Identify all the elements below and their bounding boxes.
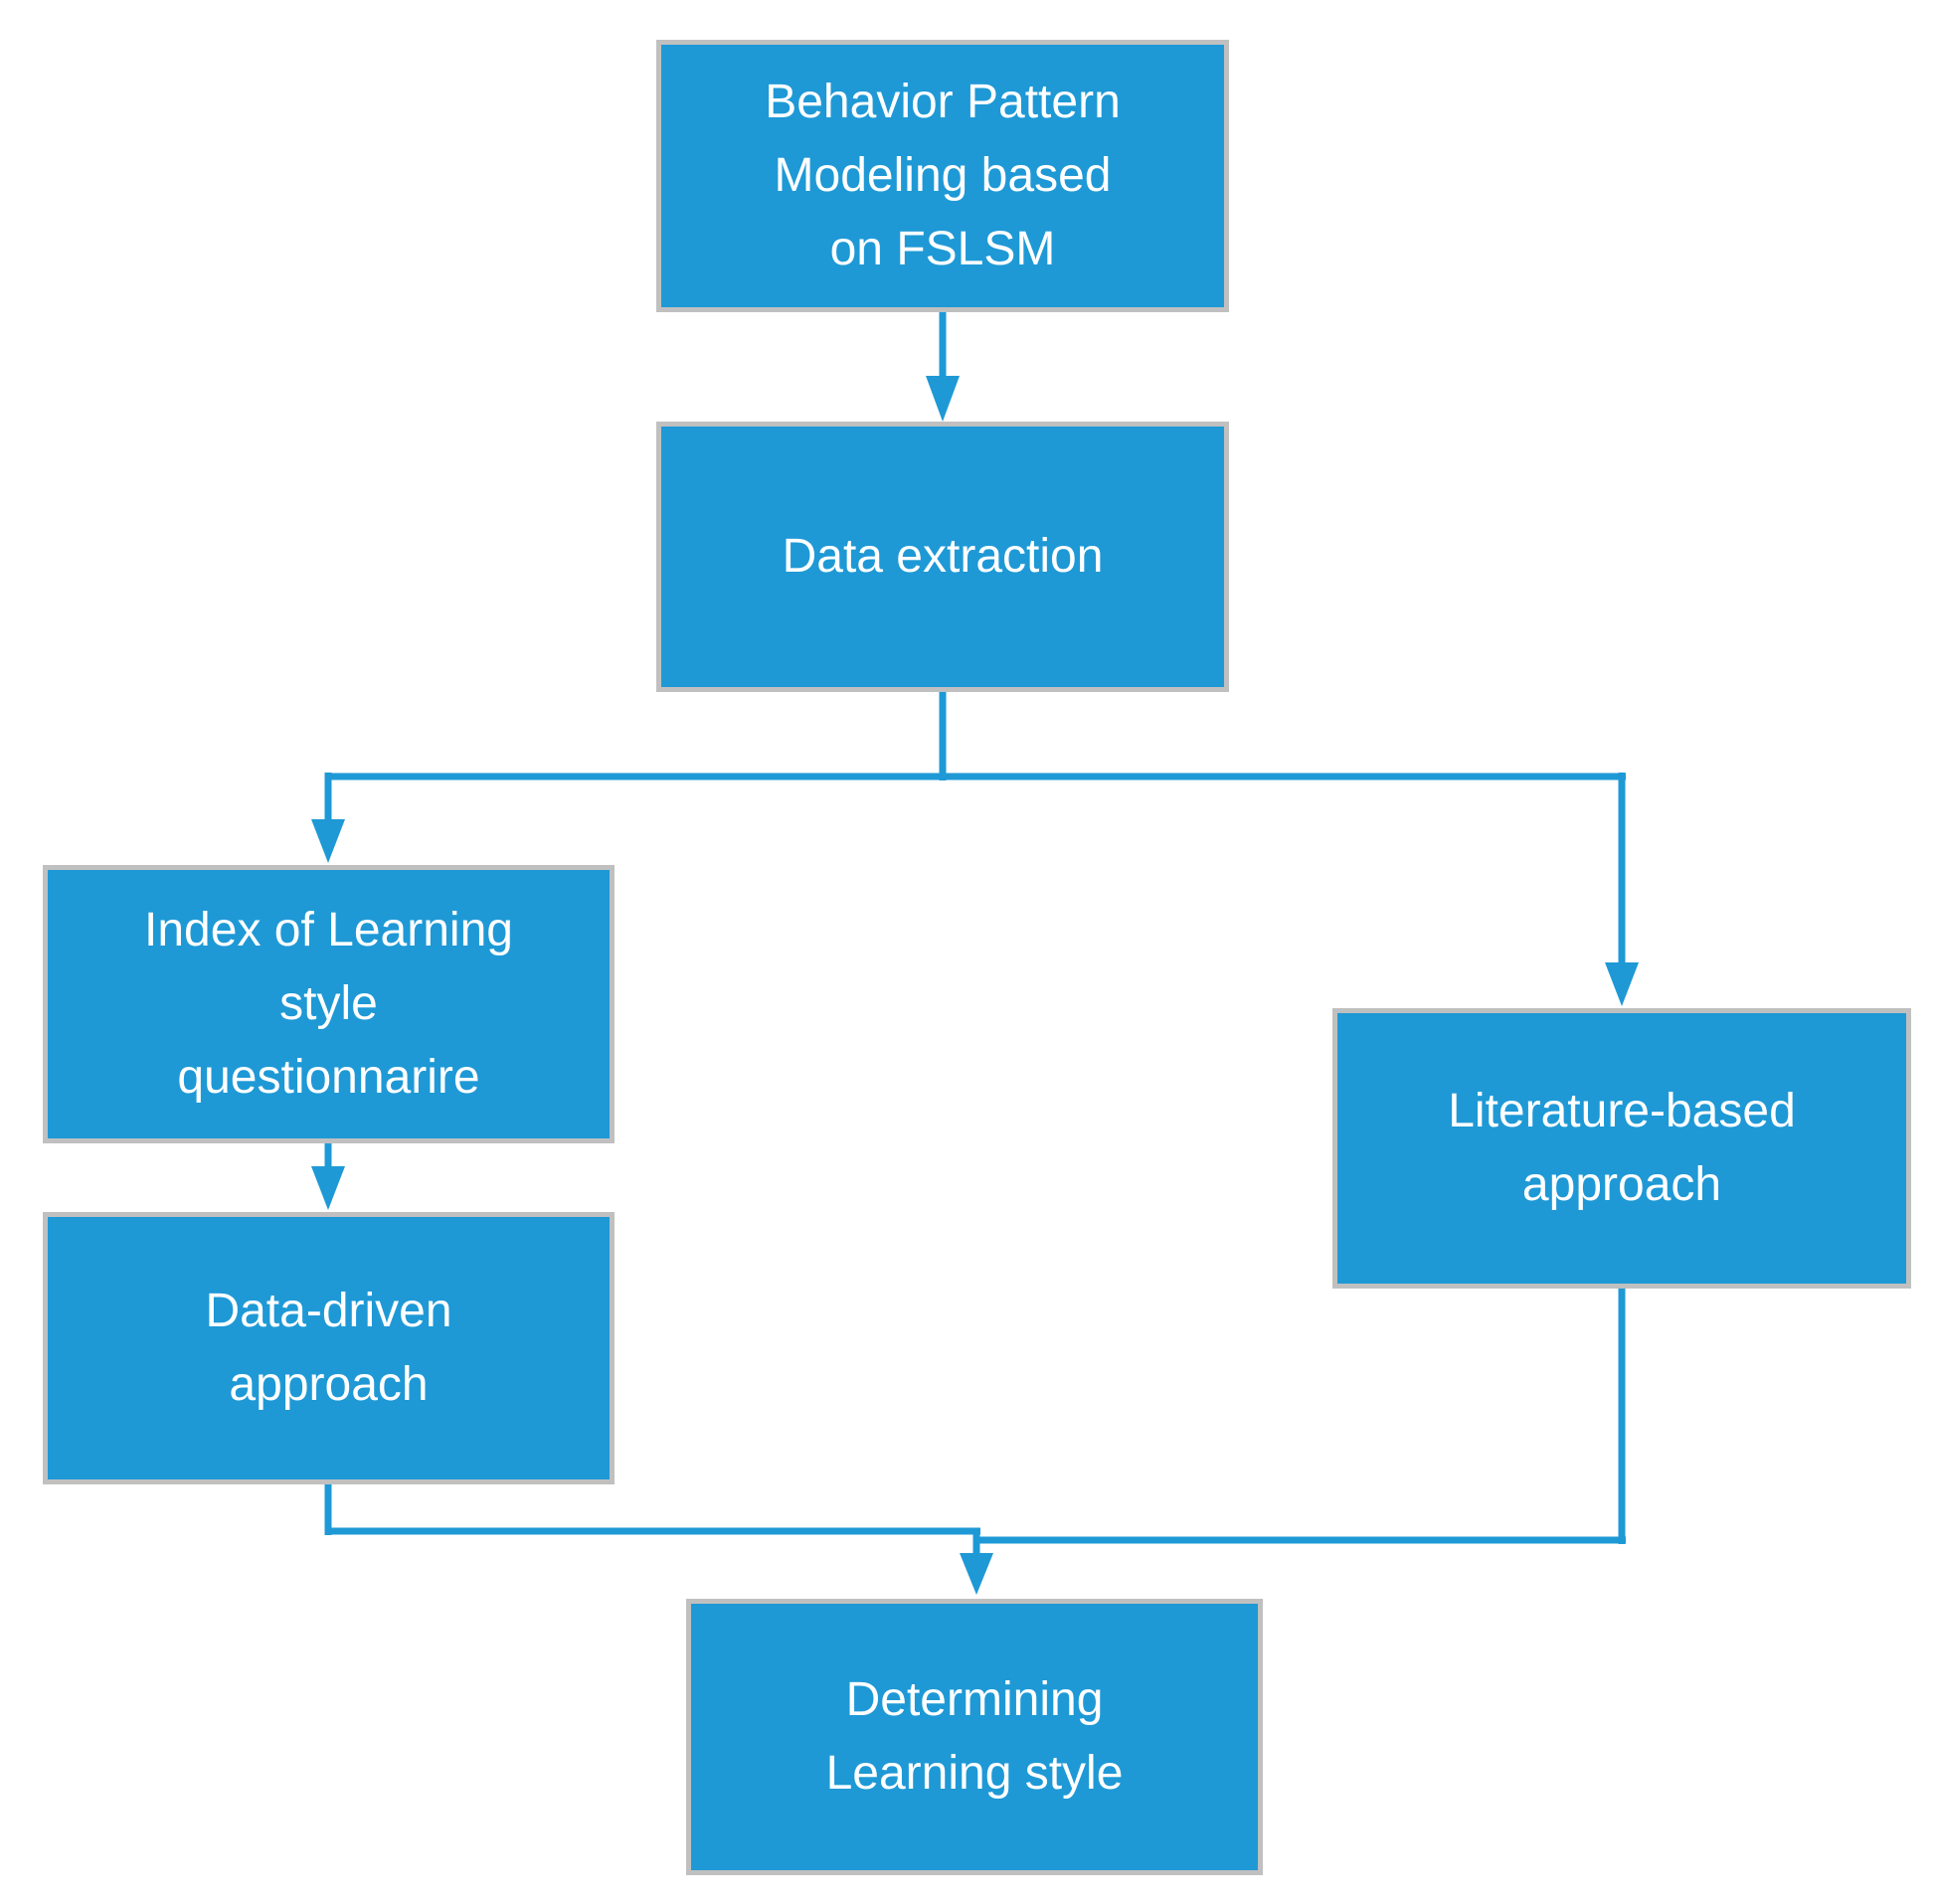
connector-merge-arrowhead-icon <box>960 1553 993 1595</box>
connector-branch-left-arrowhead-icon <box>311 819 345 863</box>
node-label-line: style <box>279 977 378 1030</box>
node-determining-learning-style: Determining Learning style <box>686 1599 1263 1875</box>
node-label-line: Index of Learning <box>144 904 513 956</box>
node-label-line: Modeling based <box>774 149 1112 202</box>
node-literature-based-approach: Literature-based approach <box>1332 1008 1911 1289</box>
node-behavior-pattern-modeling: Behavior Pattern Modeling based on FSLSM <box>656 40 1229 312</box>
node-data-extraction: Data extraction <box>656 422 1229 692</box>
connector-branch-right-arrowhead-icon <box>1605 962 1639 1006</box>
connector-ils-to-datadriven-arrowhead-icon <box>311 1166 345 1210</box>
node-index-of-learning-style-questionnaire: Index of Learning style questionnarire <box>43 865 615 1143</box>
node-label-line: approach <box>229 1358 429 1411</box>
node-label-line: Data extraction <box>782 530 1104 583</box>
node-label-line: Literature-based <box>1448 1085 1796 1137</box>
node-data-driven-approach: Data-driven approach <box>43 1212 615 1484</box>
node-label-line: Determining <box>845 1673 1104 1726</box>
node-label-line: Learning style <box>825 1747 1124 1800</box>
node-label-line: questionnarire <box>177 1051 480 1104</box>
connector-top-to-extraction-arrowhead-icon <box>926 376 960 422</box>
node-label-line: Data-driven <box>205 1285 452 1337</box>
node-label-line: approach <box>1521 1158 1722 1211</box>
node-label-line: on FSLSM <box>829 223 1056 275</box>
node-label-line: Behavior Pattern <box>765 76 1121 128</box>
